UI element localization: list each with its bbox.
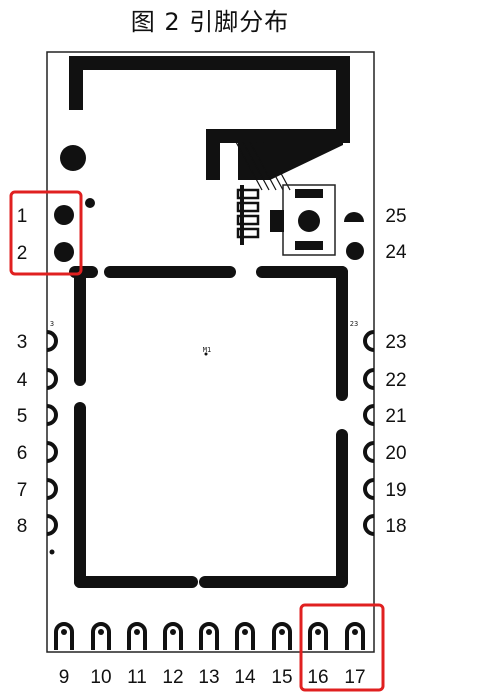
pad-bottom-17 <box>345 622 365 650</box>
pad-right-22 <box>363 368 375 390</box>
pad-bottom-hole <box>242 629 248 635</box>
pin-label-25: 25 <box>385 206 406 227</box>
pad-25 <box>344 212 364 222</box>
pin-label-6: 6 <box>17 443 28 464</box>
pin-label-7: 7 <box>17 480 28 501</box>
pin-label-20: 20 <box>385 443 406 464</box>
crystal-pad-top <box>295 189 323 198</box>
pad-bottom-16 <box>308 622 328 650</box>
crystal-side-pad <box>270 210 284 232</box>
pin-label-15: 15 <box>271 667 292 688</box>
figure-title: 图 2 引脚分布 <box>130 8 290 36</box>
pad-bottom-15 <box>272 622 292 650</box>
pin-label-11: 11 <box>127 667 147 688</box>
antenna-hatch-line <box>249 141 277 191</box>
pad-bottom-14 <box>235 622 255 650</box>
pad-bottom-hole <box>98 629 104 635</box>
pad-left-4 <box>46 368 58 390</box>
pin-label-21: 21 <box>385 406 406 427</box>
pin-label-13: 13 <box>198 667 219 688</box>
crystal-pad-bottom <box>295 241 323 250</box>
highlight-box-pins-16-17 <box>299 603 385 692</box>
pin-label-10: 10 <box>90 667 111 688</box>
pad-1 <box>54 205 74 225</box>
pin-label-3: 3 <box>17 332 28 353</box>
pin-label-14: 14 <box>234 667 256 688</box>
antenna-trace <box>69 56 350 180</box>
pin-label-12: 12 <box>162 667 183 688</box>
pin-label-1: 1 <box>17 206 28 227</box>
small-via <box>85 198 95 208</box>
pad-left-8 <box>46 514 58 536</box>
smd-trace <box>240 185 244 245</box>
silkscreen-23: 23 <box>350 320 358 328</box>
pad-right-18 <box>363 514 375 536</box>
pad-left-3 <box>46 330 58 352</box>
pin-label-9: 9 <box>59 667 70 688</box>
pad-bottom-hole <box>279 629 285 635</box>
pin-label-4: 4 <box>17 370 28 391</box>
pad-bottom-13 <box>199 622 219 650</box>
pin-label-17: 17 <box>344 667 365 688</box>
pad-bottom-hole <box>352 629 358 635</box>
pin-label-16: 16 <box>307 667 328 688</box>
antenna-hatch-line <box>256 141 284 191</box>
highlight-box-pins-1-2 <box>9 190 83 276</box>
pad-left-7 <box>46 478 58 500</box>
silkscreen-m1: M1 <box>203 346 211 354</box>
antenna-hatch-line <box>263 141 291 191</box>
pad-bottom-hole <box>134 629 140 635</box>
pad-24 <box>346 242 364 260</box>
pad-bottom-10 <box>91 622 111 650</box>
antenna-feed <box>238 136 343 180</box>
smd-component <box>236 201 260 213</box>
pin-label-22: 22 <box>385 370 406 391</box>
marker-dot <box>49 549 55 555</box>
pad-right-19 <box>363 478 375 500</box>
pad-right-21 <box>363 404 375 426</box>
pin-label-24: 24 <box>385 242 407 263</box>
pad-right-23 <box>363 330 375 352</box>
pad-bottom-11 <box>127 622 147 650</box>
center-dot <box>204 352 208 356</box>
pin-label-23: 23 <box>385 332 406 353</box>
smd-component <box>236 188 260 200</box>
pad-bottom-9 <box>54 622 74 650</box>
pad-bottom-hole <box>170 629 176 635</box>
pad-bottom-hole <box>61 629 67 635</box>
fiducial-dot <box>60 145 86 171</box>
pad-right-20 <box>363 441 375 463</box>
crystal-center <box>298 210 320 232</box>
pin-label-2: 2 <box>17 243 28 264</box>
pin-label-8: 8 <box>17 516 28 537</box>
pad-bottom-hole <box>315 629 321 635</box>
smd-component <box>236 214 260 226</box>
smd-component <box>236 227 260 239</box>
pin-label-19: 19 <box>385 480 406 501</box>
antenna-hatch-line <box>235 141 263 191</box>
pad-2 <box>54 242 74 262</box>
antenna-hatch-line <box>242 141 270 191</box>
pad-left-5 <box>46 404 58 426</box>
pin-label-18: 18 <box>385 516 406 537</box>
pad-bottom-12 <box>163 622 183 650</box>
pin-label-5: 5 <box>17 406 28 427</box>
pad-left-6 <box>46 441 58 463</box>
pad-bottom-hole <box>206 629 212 635</box>
silkscreen-3: 3 <box>50 320 54 328</box>
